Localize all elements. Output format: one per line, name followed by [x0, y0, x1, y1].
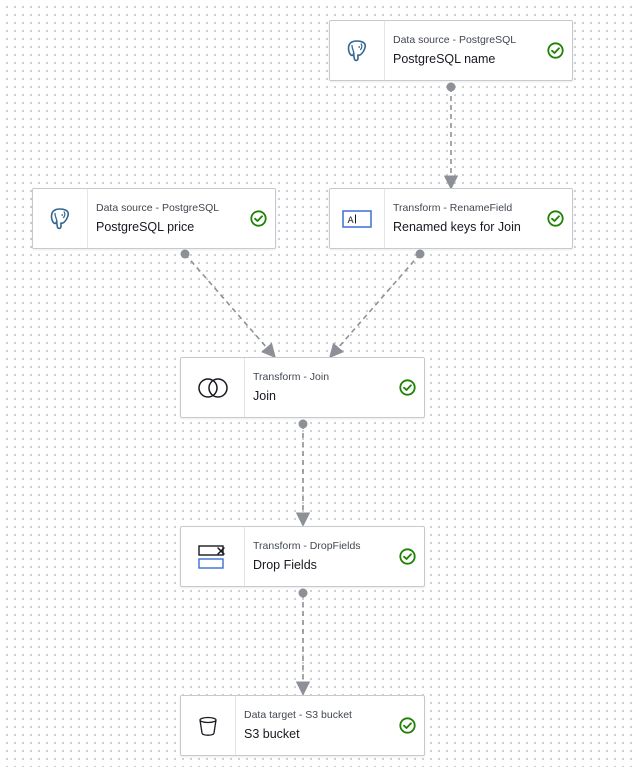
node-name-label: PostgreSQL price	[96, 220, 195, 234]
node-name-label: Drop Fields	[253, 558, 317, 572]
node-name-label: Renamed keys for Join	[393, 220, 521, 234]
node-type-label: Data target - S3 bucket	[244, 709, 352, 721]
node-text: Transform - RenameField Renamed keys for…	[385, 189, 538, 248]
join-circles-icon	[181, 358, 245, 417]
node-type-label: Data source - PostgreSQL	[393, 34, 517, 46]
success-check-icon	[390, 527, 424, 586]
node-name-label: Join	[253, 389, 276, 403]
success-check-icon	[538, 21, 572, 80]
node-text: Transform - DropFields Drop Fields	[245, 527, 390, 586]
node-text: Data target - S3 bucket S3 bucket	[236, 696, 390, 755]
node-join[interactable]: Transform - Join Join	[180, 357, 425, 418]
success-check-icon	[390, 696, 424, 755]
node-type-label: Transform - DropFields	[253, 540, 361, 552]
postgresql-elephant-icon	[33, 189, 88, 248]
node-text: Transform - Join Join	[245, 358, 390, 417]
edge-pg-price-to-join	[180, 249, 276, 359]
success-check-icon	[241, 189, 275, 248]
rename-field-icon: A	[330, 189, 385, 248]
edge-drop-to-s3	[295, 588, 311, 696]
node-text: Data source - PostgreSQL PostgreSQL pric…	[88, 189, 241, 248]
node-drop-fields[interactable]: Transform - DropFields Drop Fields	[180, 526, 425, 587]
node-type-label: Transform - RenameField	[393, 202, 513, 214]
success-check-icon	[390, 358, 424, 417]
edge-join-to-drop	[295, 419, 311, 527]
node-name-label: S3 bucket	[244, 727, 300, 741]
postgresql-elephant-icon	[330, 21, 385, 80]
node-s3-bucket[interactable]: Data target - S3 bucket S3 bucket	[180, 695, 425, 756]
node-postgresql-name[interactable]: Data source - PostgreSQL PostgreSQL name	[329, 20, 573, 81]
node-name-label: PostgreSQL name	[393, 52, 496, 66]
node-text: Data source - PostgreSQL PostgreSQL name	[385, 21, 538, 80]
node-type-label: Data source - PostgreSQL	[96, 202, 220, 214]
success-check-icon	[538, 189, 572, 248]
node-renamed-keys-for-join[interactable]: A Transform - RenameField Renamed keys f…	[329, 188, 573, 249]
svg-text:A: A	[348, 216, 355, 226]
node-type-label: Transform - Join	[253, 371, 330, 383]
edge-rename-to-join	[329, 249, 425, 359]
node-postgresql-price[interactable]: Data source - PostgreSQL PostgreSQL pric…	[32, 188, 276, 249]
s3-bucket-icon	[181, 696, 236, 755]
drop-fields-icon	[181, 527, 245, 586]
edge-pg-name-to-rename	[443, 82, 459, 190]
